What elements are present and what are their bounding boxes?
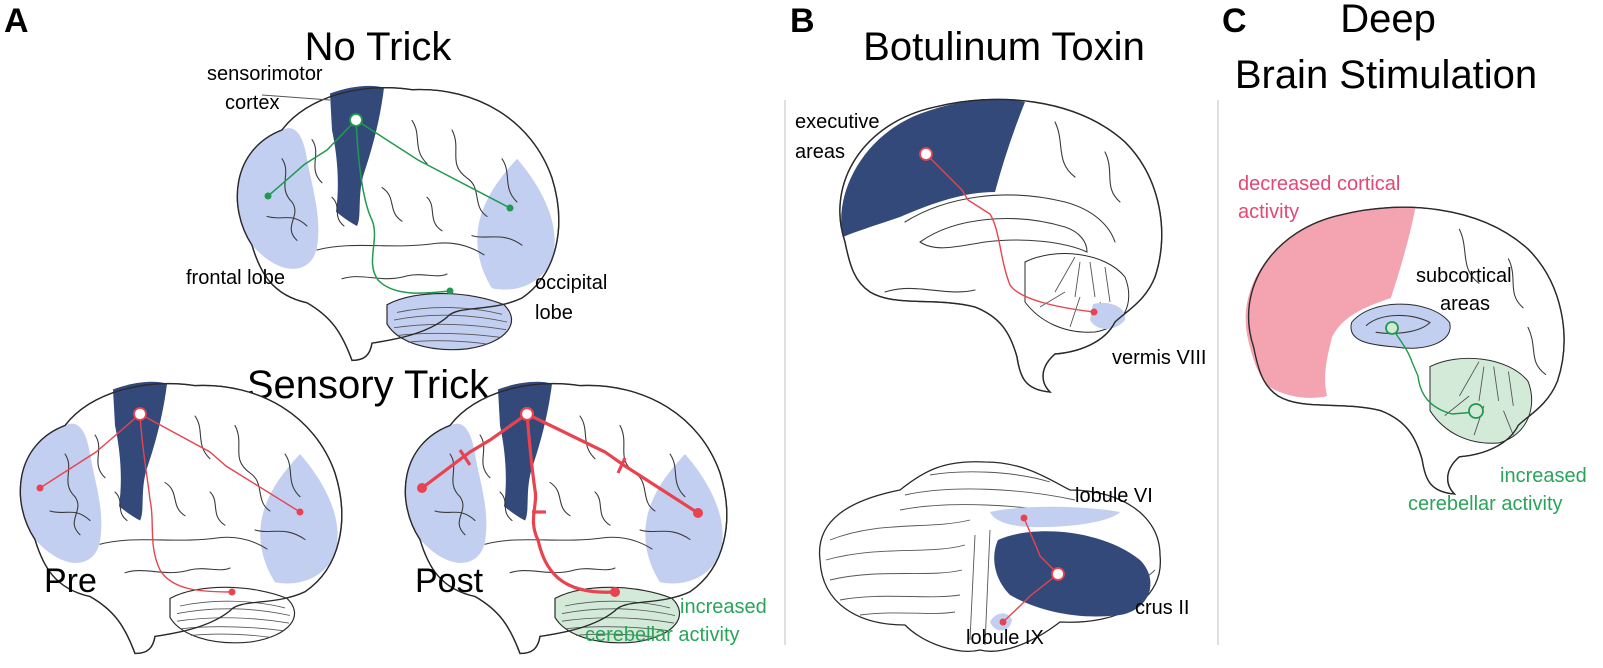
pre-frontal-node xyxy=(36,484,44,492)
subcortical-label-line1: subcortical xyxy=(1416,265,1512,287)
panel-letter-c: C xyxy=(1222,2,1247,40)
dbs-connection xyxy=(1391,327,1477,415)
no-trick-occipital-node xyxy=(506,204,514,212)
crus-hub-node xyxy=(1051,567,1065,581)
no-trick-cerebellum-node xyxy=(446,287,454,295)
dbs-increased-label-line1: increased xyxy=(1500,465,1587,487)
post-label: Post xyxy=(415,562,484,600)
decreased-label-line2: activity xyxy=(1238,201,1299,223)
lobule-vi-node xyxy=(1020,514,1028,522)
post-hub-node xyxy=(519,406,535,422)
sensorimotor-label-line1: sensorimotor xyxy=(207,63,323,85)
vermis-label: vermis VIII xyxy=(1112,347,1206,369)
lobule-vi-label: lobule VI xyxy=(1075,485,1153,507)
occipital-lobe-region xyxy=(477,158,555,290)
occipital-label-line1: occipital xyxy=(535,272,607,294)
pre-hub-node xyxy=(133,407,147,421)
dbs-cerebellum-node xyxy=(1468,403,1484,419)
post-sensorimotor-region xyxy=(498,381,552,521)
botulinum-medial-brain xyxy=(839,98,1163,393)
executive-label-line1: executive xyxy=(795,111,880,133)
dbs-subcortical-node xyxy=(1385,321,1399,335)
executive-label-line2: areas xyxy=(795,141,845,163)
post-occipital-node xyxy=(693,508,703,518)
lobule-ix-node xyxy=(999,618,1007,626)
dbs-title-line1: Deep xyxy=(1340,0,1436,41)
cerebellum-connections xyxy=(1002,517,1059,623)
pre-cerebellum-node xyxy=(228,588,236,596)
pre-frontal-region xyxy=(20,423,102,563)
post-frontal-node xyxy=(417,483,427,493)
dbs-title-line2: Brain Stimulation xyxy=(1235,53,1537,97)
pre-brain xyxy=(19,381,343,655)
panel-letter-b: B xyxy=(790,2,815,40)
crus-ii-region xyxy=(994,531,1151,617)
frontal-lobe-region xyxy=(237,128,319,269)
post-cerebellum-node xyxy=(610,587,620,597)
no-trick-connections xyxy=(267,119,511,294)
panel-letter-a: A xyxy=(4,2,29,40)
post-occipital-region xyxy=(645,454,723,584)
decreased-label-line1: decreased cortical xyxy=(1238,173,1400,195)
executive-areas-region xyxy=(841,99,1025,238)
sensory-trick-title: Sensory Trick xyxy=(247,363,490,407)
frontal-lobe-label: frontal lobe xyxy=(186,267,285,289)
vermis-viii-region xyxy=(1090,302,1126,329)
sensorimotor-leader xyxy=(261,94,331,101)
lobule-ix-label: lobule IX xyxy=(966,627,1044,649)
cerebellum-dorsal xyxy=(818,461,1161,652)
subcortical-areas-region xyxy=(1350,303,1451,349)
post-increased-label-line2: cerebellar activity xyxy=(585,624,740,646)
post-connections xyxy=(421,412,699,594)
no-trick-frontal-node xyxy=(264,192,272,200)
botulinum-hub-node xyxy=(919,147,933,161)
no-trick-hub-node xyxy=(349,113,363,127)
botulinum-title: Botulinum Toxin xyxy=(863,25,1145,69)
pre-occipital-region xyxy=(260,454,338,584)
sensorimotor-label-line2: cortex xyxy=(225,92,279,114)
sensorimotor-cortex-region xyxy=(330,85,384,226)
botulinum-vermis-node xyxy=(1090,308,1098,316)
occipital-label-line2: lobe xyxy=(535,302,573,324)
pre-sensorimotor-region xyxy=(113,381,167,521)
dbs-medial-brain xyxy=(1245,206,1565,495)
crus-ii-label: crus II xyxy=(1135,597,1189,619)
decreased-cortical-region xyxy=(1245,206,1416,398)
pre-label: Pre xyxy=(44,562,97,600)
subcortical-label-line2: areas xyxy=(1440,293,1490,315)
post-increased-label-line1: increased xyxy=(680,596,767,618)
botulinum-connection xyxy=(925,153,1095,313)
pre-connections xyxy=(39,413,301,593)
post-brain xyxy=(404,381,728,655)
lobule-vi-region xyxy=(990,506,1120,528)
dbs-cerebellum xyxy=(1429,357,1533,444)
no-trick-title: No Trick xyxy=(305,25,453,69)
dbs-increased-label-line2: cerebellar activity xyxy=(1408,493,1563,515)
no-trick-brain xyxy=(236,85,560,362)
pre-occipital-node xyxy=(296,508,304,516)
